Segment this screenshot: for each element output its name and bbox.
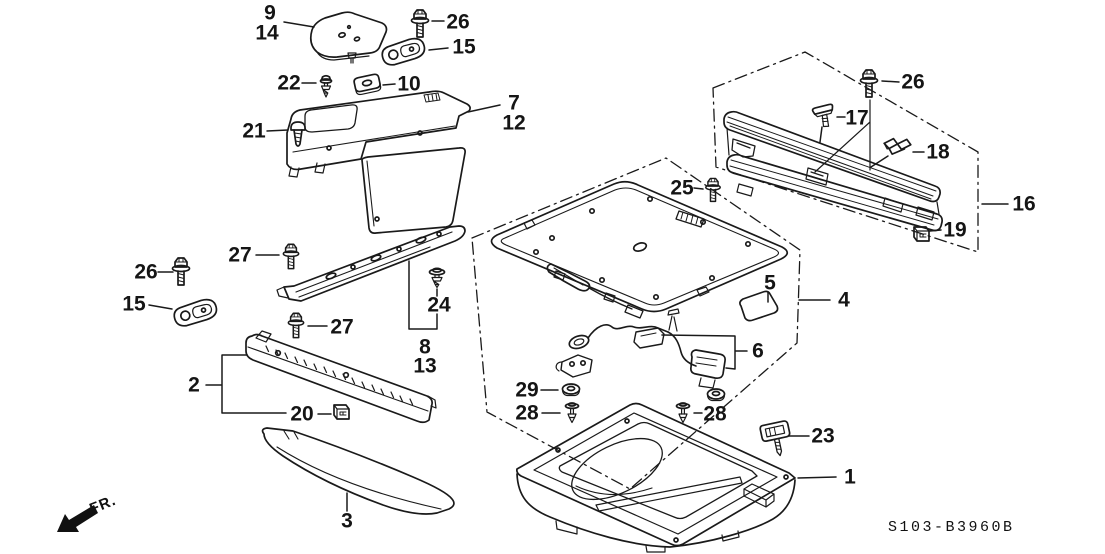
hook-15-top-drawing [379,35,428,68]
callout-13[interactable]: 13 [413,355,436,378]
part-sill-garnish-drawing [245,330,437,424]
callout-7[interactable]: 7 [508,92,520,115]
clip-20-drawing [333,404,350,420]
leader-6-bracket [661,334,748,370]
leader-17 [819,116,846,143]
part-spare-tire-tray-drawing [515,402,796,553]
leader-2-bracket [205,354,287,414]
callout-25[interactable]: 25 [670,177,694,200]
part-corner-pad-drawing [309,11,388,64]
part-rear-rail-drawing [276,225,466,302]
callout-15-top[interactable]: 15 [452,36,476,59]
part-pad-drawing [739,290,779,322]
bolt-25-drawing [705,177,721,203]
leader-9-14 [283,21,315,28]
leader-15-top [428,47,449,51]
callout-16[interactable]: 16 [1012,193,1035,216]
bolt-27-lower-drawing [287,312,305,339]
callout-2[interactable]: 2 [188,374,200,397]
leader-10 [382,83,396,86]
grommet-29-drawing [561,383,581,397]
assembly-4-boundary [471,157,801,490]
callout-12[interactable]: 12 [502,112,525,135]
front-arrow-icon [57,505,98,532]
callout-18[interactable]: 18 [926,141,950,164]
callout-29[interactable]: 29 [515,379,538,402]
leader-19 [929,229,942,232]
callout-26-top[interactable]: 26 [446,11,469,34]
callout-3[interactable]: 3 [341,510,353,533]
clip-22-drawing [319,74,333,98]
callout-labels: 9 14 26 15 22 10 7 12 21 27 26 15 24 8 1… [122,2,1035,533]
callout-9[interactable]: 9 [264,2,276,25]
bolt-27-upper-drawing [282,243,300,270]
callout-28-right[interactable]: 28 [703,403,727,426]
leader-7-12 [467,104,501,113]
callout-23[interactable]: 23 [811,425,834,448]
grommet-right-drawing [706,388,726,402]
callout-1[interactable]: 1 [844,466,856,489]
part-side-lining-drawing [286,90,471,234]
callout-27-lower[interactable]: 27 [330,316,353,339]
clip-19-drawing [913,226,930,242]
callout-21[interactable]: 21 [242,120,266,143]
callout-20[interactable]: 20 [290,403,313,426]
leader-24 [408,260,438,330]
leader-26-right [881,80,900,83]
leader-18 [870,151,925,168]
wing-bolt-23-drawing [759,420,791,457]
callout-26-right[interactable]: 26 [901,71,924,94]
leader-26-install [814,99,871,173]
callout-27-upper[interactable]: 27 [228,244,251,267]
part-floor-board-drawing [490,180,789,319]
front-direction-indicator: FR. [57,492,119,532]
bolt-26-left-drawing [171,257,191,286]
clip-28-left-drawing [564,402,580,424]
clip-28-right-drawing [675,402,691,424]
clip-17-drawing [811,103,834,128]
callout-22[interactable]: 22 [277,72,300,95]
front-label: FR. [87,492,119,518]
part-rear-panel-lining-drawing [723,110,943,232]
clip-18-drawing [883,137,912,155]
callout-17[interactable]: 17 [845,107,868,130]
callout-15-left[interactable]: 15 [122,293,146,316]
part-opener-cable-drawing [555,308,726,389]
grommet-10-drawing [353,73,382,96]
callout-5[interactable]: 5 [764,272,776,295]
callout-6[interactable]: 6 [752,340,764,363]
callout-26-left[interactable]: 26 [134,261,157,284]
diagram-code: S103-B3960B [888,519,1015,536]
callout-19[interactable]: 19 [943,219,966,242]
leader-21 [266,129,289,132]
screw-21-drawing [290,121,306,147]
part-trim-strip-drawing [261,427,455,515]
callout-14[interactable]: 14 [255,22,279,45]
leader-15-left [148,304,173,310]
leader-lines [148,20,1009,512]
assembly-16-boundary [712,51,979,253]
leader-1 [797,476,837,479]
hook-15-left-drawing [171,296,220,329]
bolt-26-top-drawing [410,9,430,38]
callout-10[interactable]: 10 [397,73,420,96]
callout-28-left[interactable]: 28 [515,402,539,425]
clip-24-drawing [428,267,446,289]
callout-24[interactable]: 24 [427,294,451,317]
callout-4[interactable]: 4 [838,289,850,312]
leader-25 [693,187,704,190]
callout-8[interactable]: 8 [419,336,431,359]
